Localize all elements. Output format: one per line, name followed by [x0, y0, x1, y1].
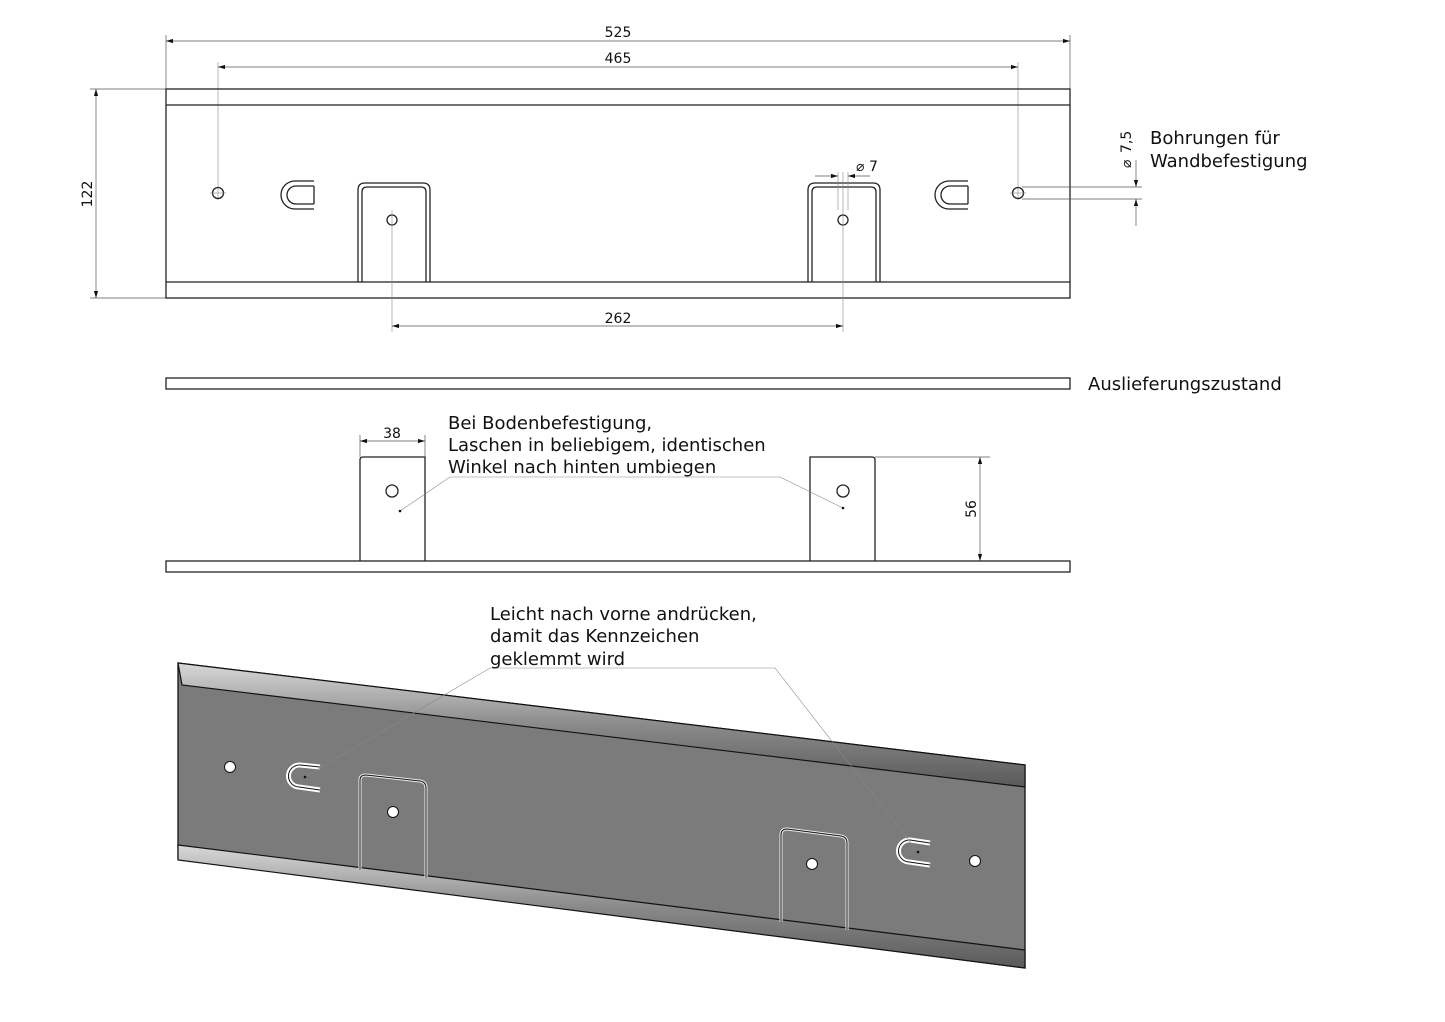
- u-slot-right: [934, 180, 969, 210]
- u-slot-left: [280, 180, 315, 210]
- note-delivery-state: Auslieferungszustand: [1088, 374, 1282, 395]
- wall-hole-right: [1010, 186, 1026, 200]
- perspective-view: Leicht nach vorne andrücken, damit das K…: [177, 604, 1026, 969]
- note-press-line3: geklemmt wird: [490, 649, 625, 670]
- dimension-tab-height: 56: [964, 500, 980, 518]
- diameter-symbol-7-5: ⌀: [1119, 159, 1135, 168]
- top-rail: [177, 662, 1026, 788]
- note-wall-mount-line2: Wandbefestigung: [1150, 151, 1308, 172]
- dimension-tab-width: 38: [383, 426, 401, 442]
- note-press-line1: Leicht nach vorne andrücken,: [490, 604, 757, 625]
- dimension-wall-hole-diameter: 7,5: [1119, 131, 1135, 153]
- front-view: 525 465 122 ⌀ 7 262: [80, 25, 1308, 332]
- dimension-tab-hole-diameter: 7: [869, 159, 878, 175]
- dimension-tab-hole-spacing: 262: [605, 311, 632, 327]
- tab-left: [357, 182, 431, 282]
- note-floor-mount-line3: Winkel nach hinten umbiegen: [448, 457, 716, 478]
- bent-tab-left: [359, 456, 426, 561]
- note-floor-mount-line2: Laschen in beliebigem, identischen: [448, 435, 766, 456]
- dimension-overall-width: 525: [605, 25, 632, 41]
- note-press-line2: damit das Kennzeichen: [490, 626, 699, 647]
- note-wall-mount-line1: Bohrungen für: [1150, 128, 1280, 149]
- bottom-rail: [177, 844, 1026, 969]
- u-slot-left-3d: [288, 764, 321, 791]
- plate-outline: [165, 88, 1071, 299]
- wall-hole-left: [210, 186, 226, 200]
- note-floor-mount-line1: Bei Bodenbefestigung,: [448, 413, 652, 434]
- u-slot-right-3d: [898, 839, 931, 866]
- dimension-hole-spacing: 465: [605, 51, 632, 67]
- bent-tab-right: [809, 456, 876, 561]
- delivery-state-view: Auslieferungszustand: [165, 374, 1282, 395]
- floor-mount-view: 38 56 Bei Bodenbefestigung, Laschen in b…: [165, 413, 1071, 573]
- diameter-symbol-7: ⌀: [856, 159, 865, 175]
- dimension-height: 122: [80, 181, 96, 208]
- tab-right: [807, 182, 881, 282]
